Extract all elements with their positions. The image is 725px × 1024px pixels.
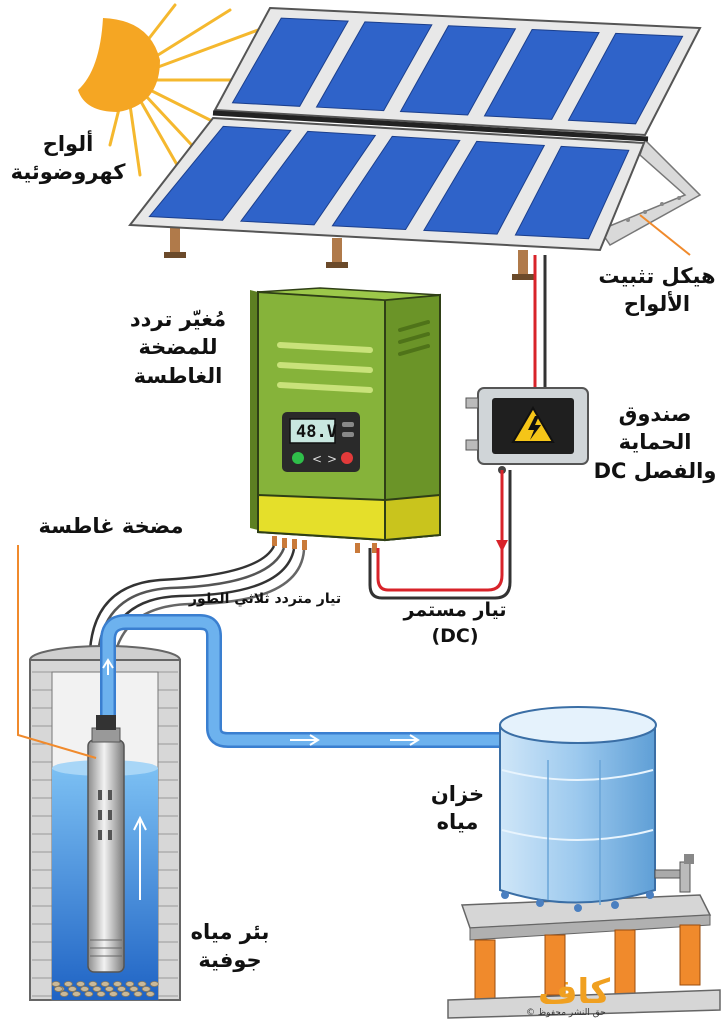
stop-button[interactable] [341,452,353,464]
left-button[interactable]: < [312,452,322,466]
water-tank [499,706,694,912]
start-button[interactable] [292,452,304,464]
solar-cell [239,130,377,226]
label-submersible-pump-text: مضخة غاطسة [38,514,184,538]
vfd-unit: 48.V < > [250,287,441,553]
solar-panel-array [128,6,702,252]
label-well-line2: جوفية [198,948,262,973]
high-voltage-warning-icon [511,406,555,443]
label-well: بئر مياه جوفية [170,918,290,975]
right-button[interactable]: > [327,452,337,466]
tank-stand [447,894,721,1019]
solar-cell [483,28,600,120]
solar-cell [399,25,517,116]
label-solar-panels-line1: ألواح [42,132,94,156]
brand-logo: كاف [538,972,611,1012]
leader-lines [17,214,691,759]
label-mounting-frame: هيكل تثبيت الألواح [596,262,718,319]
label-vfd-line1: مُغيّر تردد [129,307,227,331]
label-solar-panels-line2: كهروضوئية [10,160,126,185]
label-water-tank-line2: مياه [436,810,479,835]
label-protection-box-line2: الحماية [618,430,692,455]
copyright-text: حق النشر محفوظ © [526,1008,606,1018]
submersible-pump [87,715,125,973]
label-direct-current: تيار مستمر (DC) [385,598,525,649]
label-well-line1: بئر مياه [190,920,270,944]
solar-cell [315,21,433,112]
label-vfd: مُغيّر تردد للمضخة الغاطسة [108,305,248,390]
sun-icon [78,3,287,177]
label-water-tank-line1: خزان [430,782,485,806]
label-vfd-line3: الغاطسة [133,363,223,388]
label-water-tank: خزان مياه [405,780,510,837]
label-mounting-frame-line1: هيكل تثبيت [598,264,716,288]
label-protection-box-line1: صندوق [618,402,692,426]
label-direct-current-line2: (DC) [431,624,479,647]
solar-cell [514,145,630,240]
label-vfd-line2: للمضخة [138,335,218,360]
vfd-display-value: 48.V [296,422,337,442]
tank-tap [654,854,694,893]
label-submersible-pump: مضخة غاطسة [6,512,216,540]
dc-protection-box [465,387,589,474]
label-direct-current-line1: تيار مستمر [403,599,507,621]
label-three-phase-ac-text: تيار متردد ثلاثي الطور [188,591,342,607]
label-three-phase-ac: تيار متردد ثلاثي الطور [160,590,370,609]
dc-wires-panel [533,255,547,395]
solar-cell [331,135,461,231]
label-protection-box: صندوق الحماية والفصل DC [590,400,720,485]
dc-wires-to-vfd [368,470,512,600]
solar-cell [231,17,349,107]
vfd-lcd [289,418,336,444]
label-mounting-frame-line2: الألواح [623,292,691,317]
flow-arrow-icon [102,658,420,746]
solar-cell [148,125,292,221]
water-pipe [100,614,500,748]
label-solar-panels: ألواح كهروضوئية [8,130,128,187]
solar-cell [567,32,684,125]
label-protection-box-line3: والفصل DC [593,458,717,483]
solar-cell [423,140,546,235]
